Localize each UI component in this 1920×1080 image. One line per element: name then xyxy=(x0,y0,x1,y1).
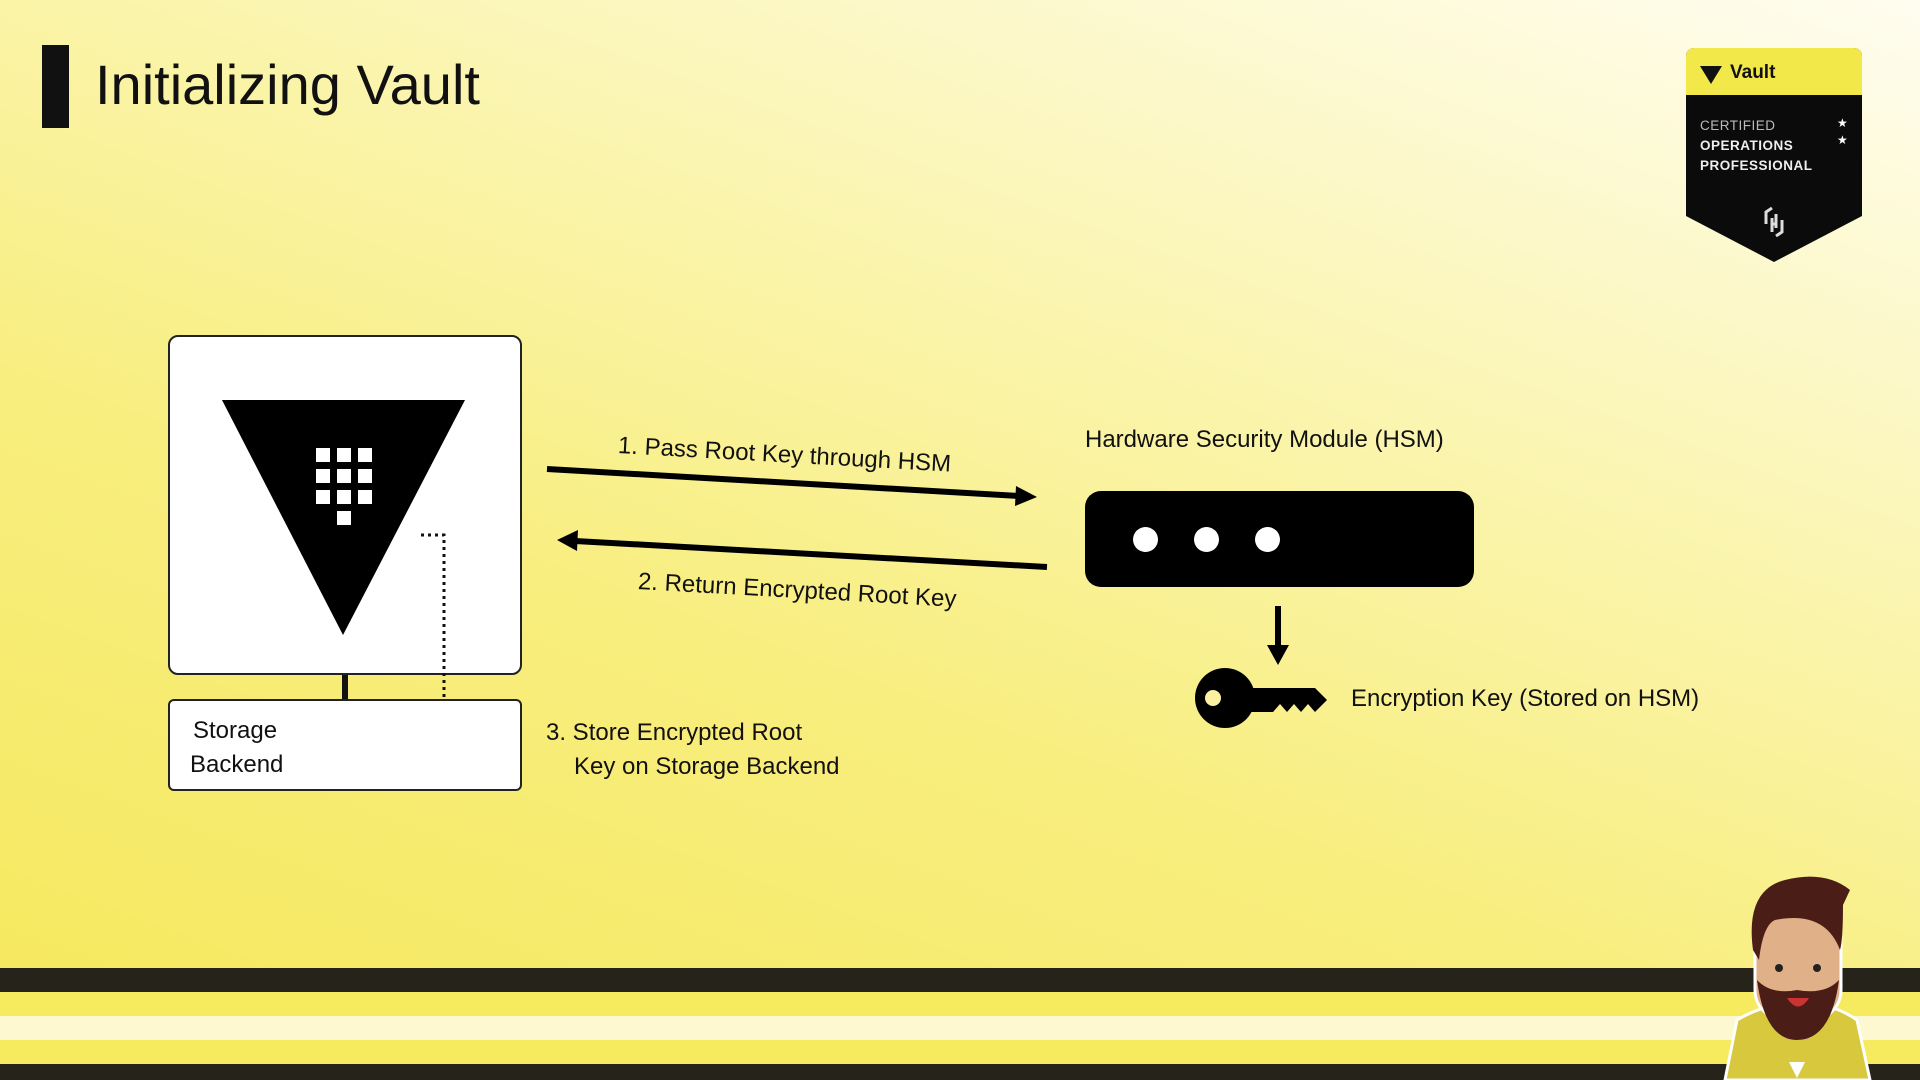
hsm-light-icon xyxy=(1194,527,1219,552)
page-title: Initializing Vault xyxy=(95,53,480,116)
connector-line xyxy=(342,675,348,699)
vault-grid-icon xyxy=(316,448,372,525)
star-icon: ★ xyxy=(1837,116,1848,130)
hsm-light-icon xyxy=(1255,527,1280,552)
footer-stripe-dark xyxy=(0,1064,1920,1080)
arrow-pass-root-key xyxy=(546,466,1021,499)
certification-badge: ★ ★ Vault CERTIFIED OPERATIONS PROFESSIO… xyxy=(1686,48,1862,264)
badge-shape: ★ ★ xyxy=(1686,48,1862,262)
vault-logo-icon xyxy=(1700,66,1722,84)
step-3-line-1: 3. Store Encrypted Root xyxy=(546,719,803,746)
star-icon: ★ xyxy=(1837,133,1848,147)
encryption-key-label: Encryption Key (Stored on HSM) xyxy=(1351,685,1700,712)
storage-label-1: Storage xyxy=(193,717,278,744)
dotted-store-arrow xyxy=(421,533,446,710)
hsm-title: Hardware Security Module (HSM) xyxy=(1085,426,1444,453)
badge-line-2: OPERATIONS xyxy=(1700,138,1794,153)
hsm-light-icon xyxy=(1133,527,1158,552)
storage-label-2: Backend xyxy=(190,751,284,778)
step-3-line-2: Key on Storage Backend xyxy=(574,753,840,780)
title-accent-bar xyxy=(42,45,69,128)
badge-line-1: CERTIFIED xyxy=(1700,118,1776,133)
arrow-return-encrypted-key xyxy=(574,538,1048,570)
footer-stripe-dark xyxy=(0,968,1920,992)
presenter-avatar xyxy=(1723,876,1872,1080)
hashicorp-logo-icon xyxy=(1764,206,1784,238)
footer-stripe-yellow xyxy=(0,992,1920,1016)
storage-backend-box xyxy=(168,699,522,791)
key-icon xyxy=(1195,668,1327,728)
footer-stripe-yellow xyxy=(0,1040,1920,1064)
hsm-device xyxy=(1085,491,1474,587)
badge-line-3: PROFESSIONAL xyxy=(1700,158,1813,173)
footer-stripe-light xyxy=(0,1016,1920,1040)
badge-brand: Vault xyxy=(1730,62,1776,83)
